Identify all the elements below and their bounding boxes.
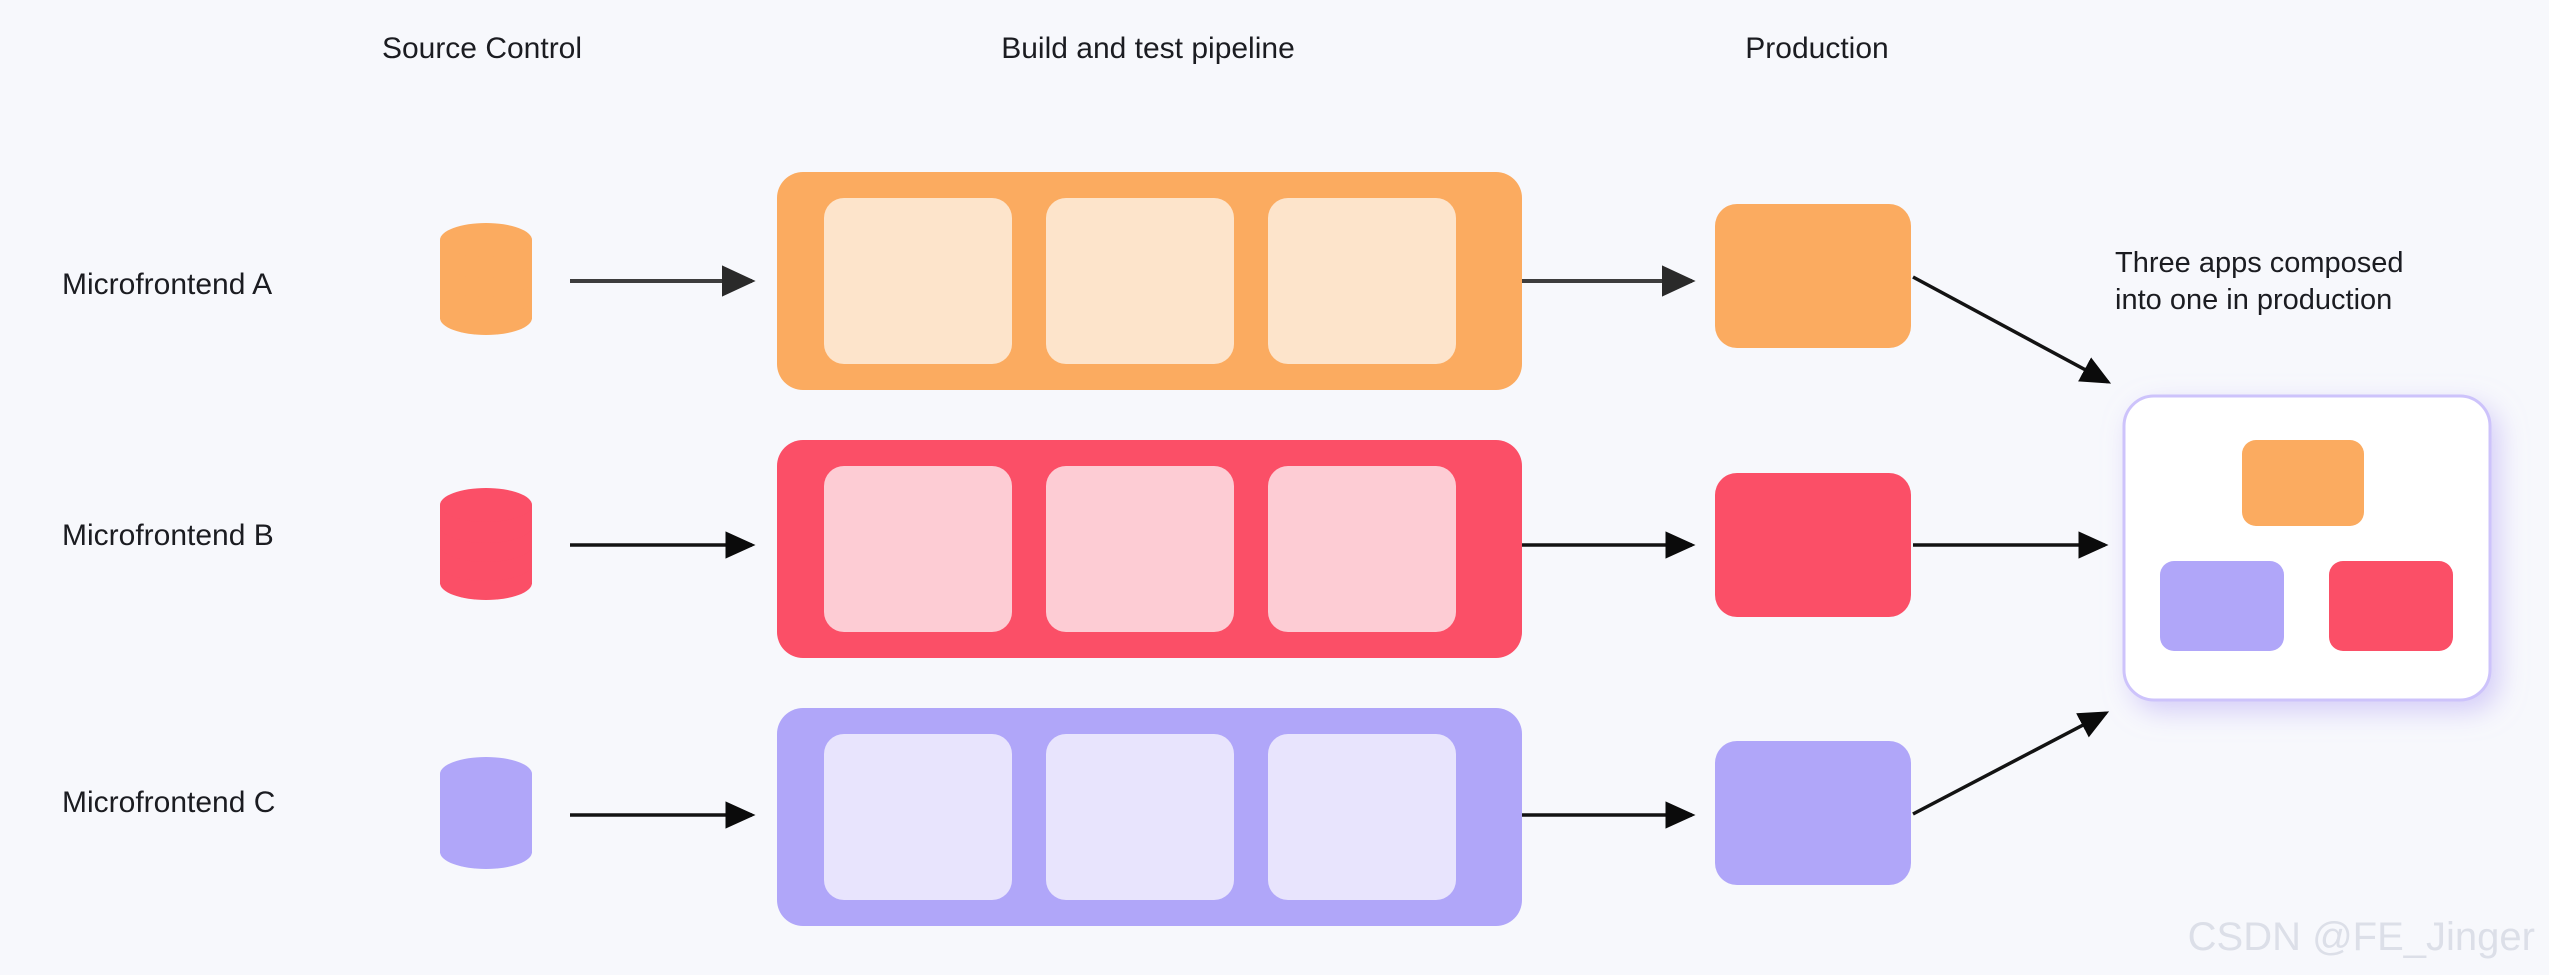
pipeline-stage-b-2 — [1046, 466, 1234, 632]
row-microfrontend-b: Microfrontend B — [62, 440, 2109, 658]
pipeline-stage-b-1 — [824, 466, 1012, 632]
row-label-microfrontend-b: Microfrontend B — [62, 519, 274, 552]
column-header-production: Production — [1745, 32, 1888, 65]
production-box-a — [1715, 204, 1911, 348]
database-stack-icon-c — [440, 757, 532, 869]
pipeline-stage-a-3 — [1268, 198, 1456, 364]
row-label-microfrontend-a: Microfrontend A — [62, 268, 272, 301]
arrow-diagonal-c-to-composition — [1912, 711, 2110, 816]
composition-caption: Three apps composed into one in producti… — [2115, 247, 2404, 316]
column-header-source-control: Source Control — [382, 32, 582, 65]
pipeline-stage-b-3 — [1268, 466, 1456, 632]
database-stack-icon-b — [440, 488, 532, 600]
caption-line-1: Three apps composed — [2115, 247, 2404, 279]
composed-app-c-tile — [2160, 561, 2284, 651]
watermark-label: CSDN @FE_Jinger — [2188, 915, 2535, 959]
column-header-build-test-pipeline: Build and test pipeline — [1001, 32, 1295, 65]
row-microfrontend-c: Microfrontend C — [62, 708, 2110, 926]
pipeline-stage-a-1 — [824, 198, 1012, 364]
row-label-microfrontend-c: Microfrontend C — [62, 786, 275, 819]
arrow-diagonal-a-to-composition — [1912, 275, 2112, 384]
pipeline-stage-c-1 — [824, 734, 1012, 900]
production-box-c — [1715, 741, 1911, 885]
caption-line-2: into one in production — [2115, 284, 2392, 316]
pipeline-stage-c-3 — [1268, 734, 1456, 900]
composition-card — [2122, 394, 2492, 702]
column-headers: Source Control Build and test pipeline P… — [382, 32, 1889, 65]
row-microfrontend-a: Microfrontend A — [62, 172, 2112, 390]
production-box-b — [1715, 473, 1911, 617]
composed-app-a-tile — [2242, 440, 2364, 526]
pipeline-stage-a-2 — [1046, 198, 1234, 364]
pipeline-stage-c-2 — [1046, 734, 1234, 900]
database-stack-icon-a — [440, 223, 532, 335]
composed-app-b-tile — [2329, 561, 2453, 651]
